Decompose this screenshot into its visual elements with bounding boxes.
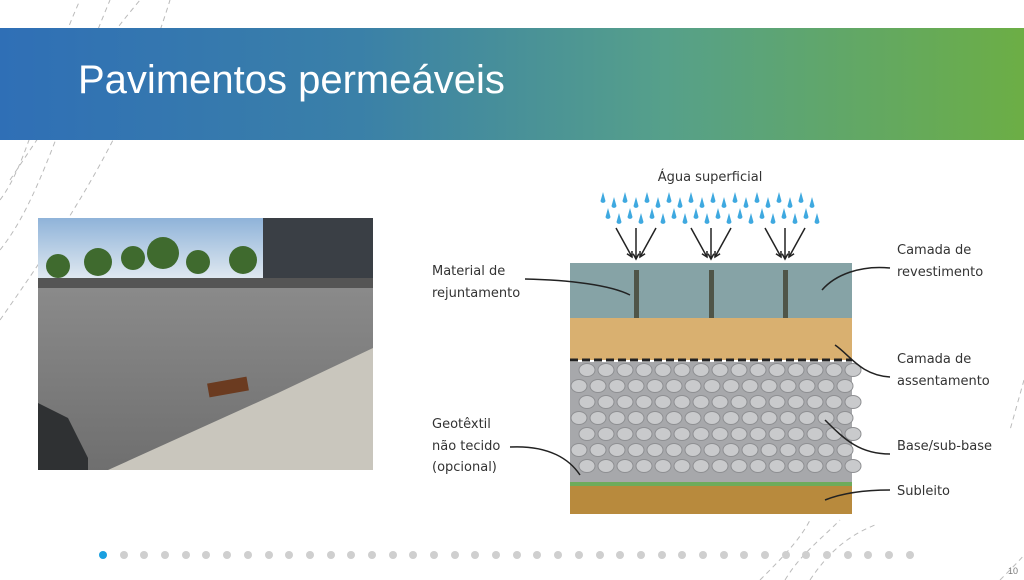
slide-dot[interactable] <box>140 551 149 559</box>
slide-dot[interactable] <box>698 551 707 559</box>
slide-dot[interactable] <box>388 551 397 559</box>
slide-dot[interactable] <box>719 551 728 559</box>
slide-dot[interactable] <box>367 551 376 559</box>
slide-dot[interactable] <box>202 551 211 559</box>
slide-dot[interactable] <box>512 551 521 559</box>
svg-text:assentamento: assentamento <box>897 374 990 389</box>
svg-text:Subleito: Subleito <box>897 484 950 499</box>
slide-dot[interactable] <box>823 551 832 559</box>
slide-dot[interactable] <box>678 551 687 559</box>
slide-dot[interactable] <box>905 551 914 559</box>
slide-dot[interactable] <box>161 551 170 559</box>
svg-text:(opcional): (opcional) <box>432 460 497 475</box>
slide-dot[interactable] <box>533 551 542 559</box>
title-band <box>0 28 1024 140</box>
slide-dot[interactable] <box>471 551 480 559</box>
slide-dot[interactable] <box>492 551 501 559</box>
svg-text:Camada de: Camada de <box>897 243 971 258</box>
surface-water-label: Água superficial <box>658 169 763 185</box>
slide-dot[interactable] <box>595 551 604 559</box>
permeable-pavement-diagram: Água superficial Material de rejuntament… <box>432 169 992 514</box>
slide-dot[interactable] <box>305 551 314 559</box>
slide-dot[interactable] <box>99 551 107 559</box>
slide-dot[interactable] <box>243 551 252 559</box>
slide-dot[interactable] <box>636 551 645 559</box>
svg-text:Geotêxtil: Geotêxtil <box>432 417 491 432</box>
svg-text:Camada de: Camada de <box>897 352 971 367</box>
slide-dot[interactable] <box>657 551 666 559</box>
slide-dot[interactable] <box>347 551 356 559</box>
slide-title: Pavimentos permeáveis <box>78 58 505 102</box>
slide-dot[interactable] <box>761 551 769 559</box>
svg-text:Base/sub-base: Base/sub-base <box>897 439 992 454</box>
svg-text:revestimento: revestimento <box>897 265 983 280</box>
slide-dot[interactable] <box>885 551 894 559</box>
slide-dot[interactable] <box>740 551 749 559</box>
bedding-layer <box>570 318 852 360</box>
slide-dot[interactable] <box>781 551 790 559</box>
slide-dot[interactable] <box>285 551 294 559</box>
svg-text:não tecido: não tecido <box>432 439 500 454</box>
permeable-pavement-photo <box>38 218 373 470</box>
slide-dot[interactable] <box>802 551 811 559</box>
slide-dot[interactable] <box>843 551 852 559</box>
slide-dot[interactable] <box>264 551 273 559</box>
geotextile-layer <box>570 482 852 486</box>
slide-dot[interactable] <box>574 551 583 559</box>
slide-dot[interactable] <box>450 551 459 559</box>
slide-dot[interactable] <box>181 551 190 559</box>
slide-dot[interactable] <box>616 551 625 559</box>
slide-dot[interactable] <box>119 551 128 559</box>
rain-drops-icon <box>600 192 820 224</box>
slide-progress-dots <box>99 551 914 559</box>
slide-dot[interactable] <box>326 551 335 559</box>
slide-dot[interactable] <box>554 551 563 559</box>
svg-text:rejuntamento: rejuntamento <box>432 286 520 301</box>
slide-dot[interactable] <box>223 551 232 559</box>
page-number: 10 <box>1007 566 1018 576</box>
slide-dot[interactable] <box>409 551 418 559</box>
svg-text:Material de: Material de <box>432 264 505 279</box>
subgrade-layer <box>570 486 852 514</box>
slide-dot[interactable] <box>864 551 873 559</box>
slide-dot[interactable] <box>430 551 438 559</box>
